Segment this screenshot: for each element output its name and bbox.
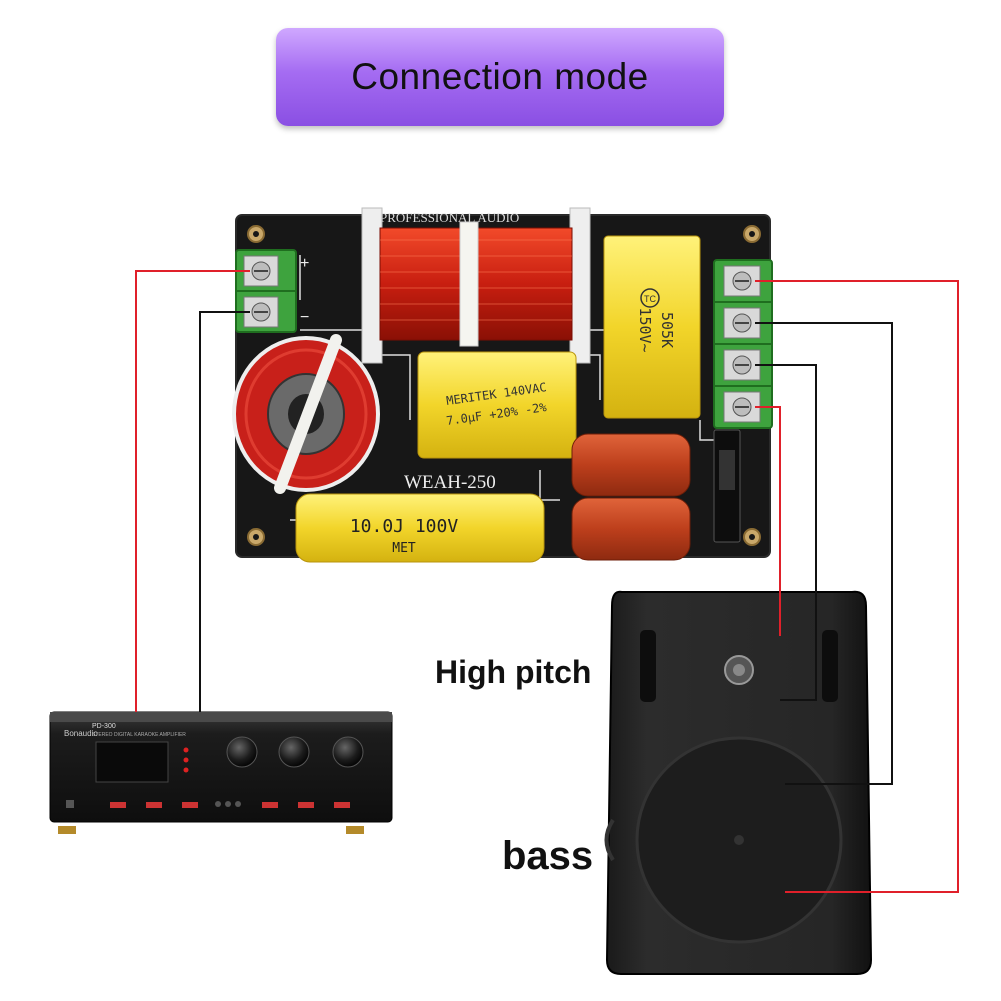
speaker-port-right — [822, 630, 838, 702]
input-plus-mark: + — [300, 255, 309, 272]
capacitor-box-brand: TC — [644, 294, 656, 304]
amplifier-knobs — [226, 736, 364, 768]
capacitor-orange-top — [571, 433, 691, 497]
amplifier: Bonaudio PD-300 STEREO DIGITAL KARAOKE A… — [49, 711, 393, 834]
page-title: Connection mode — [351, 56, 649, 97]
label-high-pitch: High pitch — [435, 654, 592, 690]
ferrite-inductor — [232, 334, 380, 494]
amplifier-brand: Bonaudio — [64, 729, 98, 738]
board-silk-top: PROFESSIONAL AUDIO — [380, 210, 519, 225]
amplifier-subtitle: STEREO DIGITAL KARAOKE AMPLIFIER — [92, 732, 186, 738]
amplifier-buttons — [66, 800, 350, 808]
capacitor-505k: TC 505K 150V~ — [603, 235, 701, 419]
capacitor-large-line2: MET — [392, 541, 416, 556]
title-banner: Connection mode — [276, 28, 724, 126]
wire-amp-positive — [135, 270, 250, 712]
selector-switch — [713, 429, 741, 543]
capacitor-box-line1: 505K — [658, 312, 676, 348]
input-minus-mark: − — [300, 309, 309, 326]
board-model: WEAH-250 — [404, 472, 496, 493]
amplifier-leds — [183, 747, 189, 773]
capacitor-meritek: MERITEK 140VAC 7.0µF +20% -2% — [417, 351, 577, 459]
capacitor-large-line1: 10.0J 100V — [350, 516, 459, 537]
label-bass: bass — [502, 834, 594, 878]
air-core-inductor — [361, 207, 591, 364]
wires — [135, 270, 959, 893]
wire-bass-negative — [755, 322, 893, 785]
capacitor-10uf: 10.0J 100V MET — [295, 493, 545, 563]
wire-amp-negative — [199, 311, 250, 712]
output-terminal-block — [713, 259, 773, 429]
capacitor-box-line2: 150V~ — [636, 307, 654, 352]
amplifier-display — [95, 741, 169, 783]
speaker — [604, 590, 873, 975]
speaker-port-left — [640, 630, 656, 702]
input-terminal-block — [235, 249, 297, 333]
capacitor-orange-bottom — [571, 497, 691, 561]
wire-high-positive — [755, 406, 781, 636]
crossover-board: PROFESSIONAL AUDIO WEAH-250 + − — [232, 207, 773, 563]
wire-bass-positive — [755, 280, 959, 893]
amplifier-model: PD-300 — [92, 723, 116, 730]
wire-high-negative — [755, 364, 817, 701]
